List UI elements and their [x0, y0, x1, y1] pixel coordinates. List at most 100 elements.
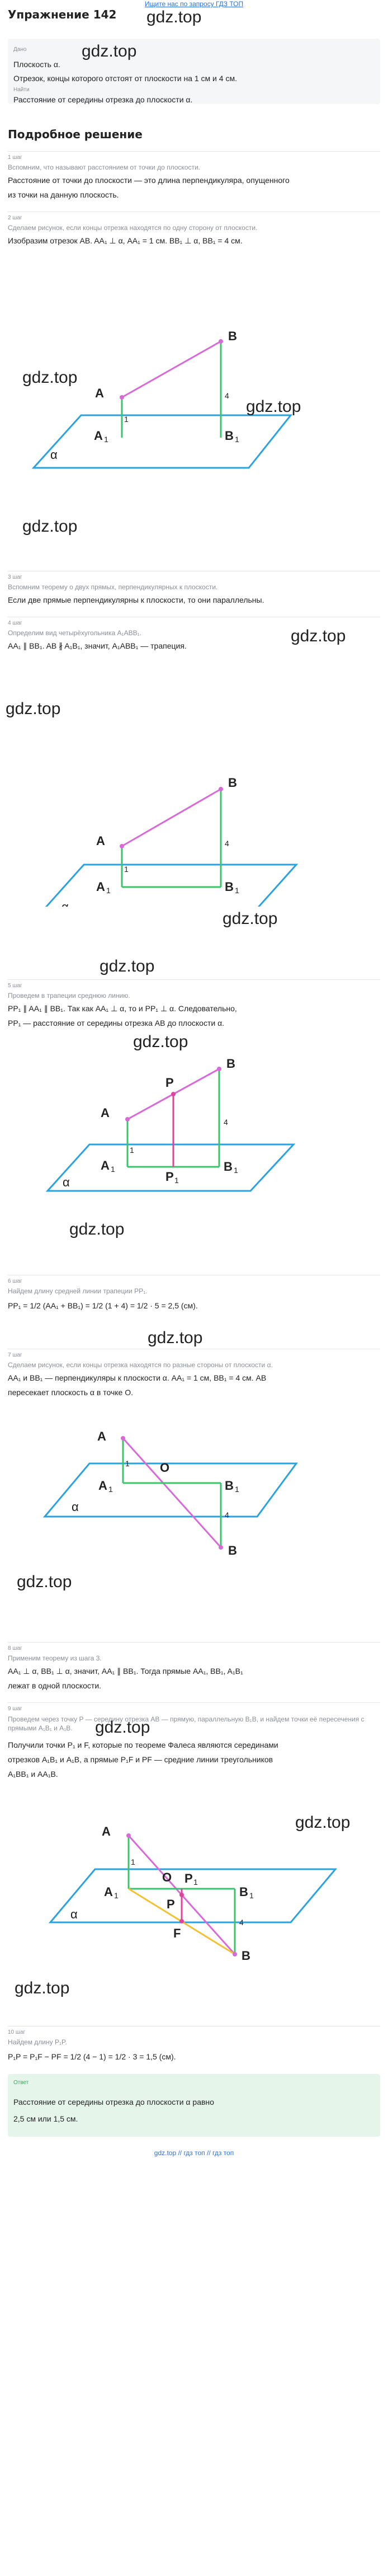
plane-alpha: [31, 414, 293, 469]
label-sub: 1: [114, 1891, 119, 1900]
label-alpha: α: [70, 1907, 78, 1921]
divider: [8, 151, 380, 152]
label-p: P: [165, 1076, 174, 1090]
given-line-1: Плоскость α.: [13, 60, 60, 69]
label-a1: A: [104, 1885, 113, 1899]
step-label: 9 шаг: [8, 1706, 22, 1712]
watermark: gdz.top: [69, 1220, 125, 1238]
step-hint: Определим вид четырёхугольника A₁ABB₁.: [8, 629, 141, 637]
label-b1: B: [224, 1160, 233, 1174]
step-line: пересекает плоскость α в точке O.: [8, 1388, 133, 1397]
step-hint: Найдем длину P₁P.: [8, 2038, 67, 2046]
step-hint: Проведем через точку P — середину отрезк…: [8, 1715, 365, 1732]
plane-alpha: [45, 1143, 296, 1192]
label-a1: A: [96, 880, 105, 894]
step-label: 6 шаг: [8, 1278, 22, 1284]
label-a: A: [101, 1106, 110, 1120]
label-four: 4: [224, 1118, 228, 1127]
figure-thales: A B O P 1 P F A 1 B 1 1 4 α: [48, 1824, 338, 1963]
step-label: 8 шаг: [8, 1645, 22, 1651]
divider: [8, 1642, 380, 1643]
label-p1: P: [165, 1170, 174, 1184]
label-sub: 1: [235, 886, 239, 895]
solution-title: Подробное решение: [8, 128, 143, 141]
answer-line-1: Расстояние от середины отрезка до плоско…: [13, 2098, 214, 2106]
step-line: AA₁ ⊥ α, BB₁ ⊥ α, значит, AA₁ ∥ BB₁. Тог…: [8, 1667, 243, 1676]
step-line: из точки на данную плоскость.: [8, 190, 119, 199]
point-a: [126, 1833, 131, 1838]
label-one: 1: [124, 865, 129, 874]
step-hint: Найдем длину средней линии трапеции PP₁.: [8, 1287, 148, 1295]
step-hint: Сделаем рисунок, если концы отрезка нахо…: [8, 224, 258, 232]
step-hint: Проведем в трапеции среднюю линию.: [8, 992, 130, 1000]
step-hint: Вспомним, что называют расстоянием от то…: [8, 163, 200, 171]
step-label: 7 шаг: [8, 1352, 22, 1358]
top-search-link[interactable]: Ищите нас по запросу ГДЗ ТОП: [144, 0, 244, 8]
label-b1: B: [225, 1479, 234, 1493]
step-line: Изобразим отрезок AB. AA₁ ⊥ α, AA₁ = 1 с…: [8, 236, 243, 245]
point-a: [121, 1436, 125, 1441]
plane-alpha: [42, 1462, 298, 1518]
label-alpha: α: [63, 1175, 70, 1189]
label-alpha: α: [72, 1500, 79, 1514]
label-sub: 1: [106, 886, 111, 895]
watermark: gdz.top: [223, 909, 278, 928]
label-one: 1: [124, 415, 129, 424]
figure-opposite-sides: A B O A 1 B 1 1 4 α: [42, 1429, 298, 1557]
step-line: PP₁ ∥ AA₁ ∥ BB₁. Так как AA₁ ⊥ α, то и P…: [8, 1004, 237, 1013]
segment-ab: [121, 340, 221, 398]
divider: [8, 1702, 380, 1703]
watermark: gdz.top: [146, 8, 202, 26]
point-f: [179, 1919, 184, 1923]
step-label: 10 шаг: [8, 2029, 26, 2035]
label-b: B: [228, 776, 237, 790]
page-title: Упражнение 142: [8, 8, 117, 21]
step-line: отрезков A₁B₁ и A₁B, а прямые P₁F и PF —…: [8, 1755, 273, 1764]
top-banner: Ищите нас по запросу ГДЗ ТОП: [0, 0, 388, 8]
label-a1: A: [94, 429, 103, 443]
point-p: [171, 1092, 176, 1096]
step-line: Если две прямые перпендикулярны к плоско…: [8, 595, 264, 604]
footer-links[interactable]: gdz.top // гдз топ // гдз топ: [154, 2149, 234, 2157]
label-b1: B: [225, 429, 234, 443]
watermark: gdz.top: [133, 1033, 188, 1051]
watermark: gdz.top: [22, 517, 78, 536]
find-label: Найти: [13, 87, 30, 93]
segment-ab: [122, 1437, 222, 1549]
label-alpha: α: [61, 900, 69, 907]
point-b: [219, 339, 223, 344]
step-line: AA₁ ∥ BB₁. AB ∦ A₁B₁, значит, A₁ABB₁ — т…: [8, 641, 187, 650]
plane-alpha: [45, 864, 299, 907]
label-p1: P: [184, 1871, 193, 1885]
label-sub: 1: [193, 1878, 198, 1887]
given-card: [8, 39, 380, 104]
watermark: gdz.top: [100, 957, 155, 975]
figure-midline: A B P A 1 P 1 B 1 1 4 α: [45, 1057, 296, 1192]
label-b1: B: [225, 880, 234, 894]
point-b: [217, 1067, 221, 1071]
step-line: PP₁ — расстояние от середины отрезка AB …: [8, 1019, 225, 1027]
label-o: O: [162, 1870, 172, 1884]
label-p: P: [167, 1897, 175, 1911]
step-line: Расстояние от точки до плоскости — это д…: [8, 176, 290, 185]
watermark: gdz.top: [95, 1718, 150, 1737]
point-a: [120, 844, 124, 848]
given-label: Дано: [13, 46, 27, 53]
step-hint: Применим теорему из шага 3.: [8, 1654, 102, 1662]
watermark: gdz.top: [291, 627, 346, 645]
label-b: B: [228, 1543, 237, 1557]
answer-card: [8, 2074, 380, 2137]
label-a: A: [95, 386, 104, 400]
watermark: gdz.top: [148, 1329, 203, 1347]
step-formula: P₁P = P₁F − PF = 1/2 (4 − 1) = 1/2 · 3 =…: [8, 2052, 176, 2061]
label-four: 4: [239, 1918, 244, 1927]
label-f: F: [173, 1926, 181, 1940]
label-sub: 1: [104, 435, 108, 444]
step-label: 2 шаг: [8, 215, 22, 221]
point-a: [125, 1117, 130, 1122]
label-sub: 1: [234, 1166, 238, 1175]
label-four: 4: [225, 1510, 229, 1519]
plane-alpha: [48, 1868, 338, 1923]
label-four: 4: [225, 391, 229, 400]
label-sub: 1: [108, 1485, 113, 1494]
